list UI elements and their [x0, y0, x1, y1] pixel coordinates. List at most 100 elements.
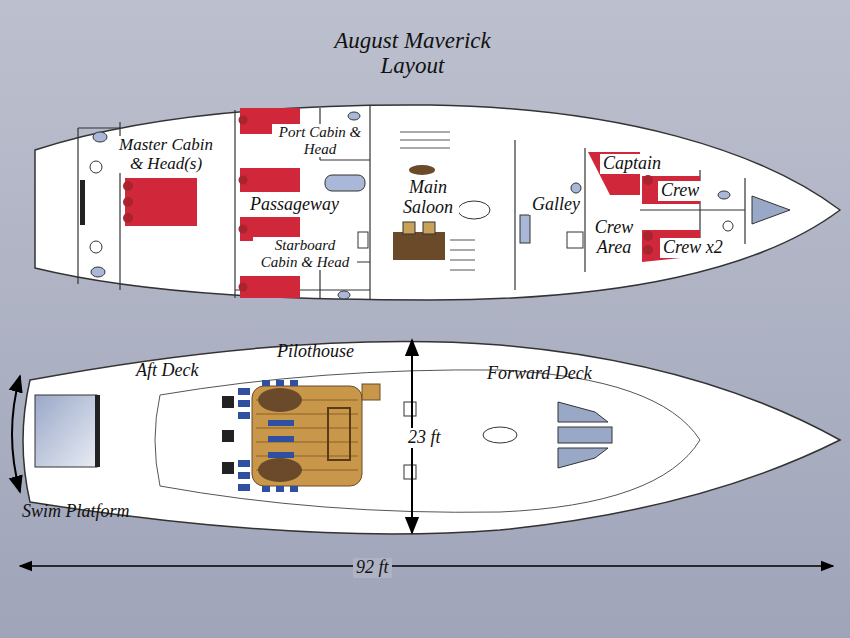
bunk: [240, 276, 300, 298]
sink: [91, 267, 105, 277]
bunk: [240, 168, 300, 192]
cushion: [276, 380, 284, 386]
stair-step: [400, 148, 450, 149]
saloon-table: [458, 201, 490, 219]
cushion: [238, 388, 250, 395]
part-label: Pilothouse: [277, 342, 354, 362]
stair-step: [450, 260, 475, 261]
cushion: [238, 472, 250, 479]
stair-step: [450, 240, 475, 241]
part-label: Crew x2: [660, 238, 726, 258]
sink: [93, 132, 107, 142]
cushion: [290, 380, 298, 386]
toilet: [90, 161, 102, 173]
cabin-top-outline: [155, 370, 700, 512]
stair-step: [400, 132, 450, 133]
wall: [320, 159, 370, 160]
chair: [403, 222, 415, 234]
cushions: [238, 380, 298, 492]
wall: [369, 106, 370, 300]
shower: [358, 232, 368, 248]
pillow: [643, 231, 653, 241]
pillow: [239, 176, 248, 185]
stair-step: [450, 270, 475, 271]
dining-table: [393, 232, 445, 260]
galley-counter: [520, 215, 530, 243]
cushion: [290, 486, 298, 492]
part-label: Swim Platform: [22, 502, 130, 522]
cushion: [238, 412, 250, 419]
walls: [78, 106, 745, 300]
sink: [718, 191, 730, 199]
wall: [640, 209, 745, 210]
table: [258, 388, 302, 412]
cushion: [262, 380, 270, 386]
part-label: Master Cabin & Head(s): [110, 136, 222, 173]
wall: [78, 127, 120, 128]
part-label: Main Saloon: [397, 178, 459, 218]
pillow: [123, 181, 133, 191]
stair-step: [400, 140, 450, 141]
pillow: [239, 116, 248, 125]
pillow: [643, 175, 653, 185]
skylight: [483, 427, 517, 443]
part-label: Port Cabin & Head: [272, 124, 368, 157]
part-label: Forward Deck: [487, 364, 592, 384]
interior-plan: [35, 105, 840, 300]
cushion: [268, 436, 294, 442]
plank: [256, 414, 358, 415]
stair-step: [450, 250, 475, 251]
part-label: Starboard Cabin & Head: [253, 237, 357, 270]
table: [258, 458, 302, 482]
cushion: [268, 452, 294, 458]
wall: [514, 140, 515, 290]
cushion: [238, 484, 250, 491]
bathtub: [325, 175, 365, 191]
hatch: [404, 465, 416, 479]
dimension-arc: [12, 376, 20, 492]
pillow: [123, 213, 133, 223]
pilothouse-floor: [252, 386, 362, 486]
chart-table: [328, 408, 350, 460]
sink: [348, 112, 360, 120]
part-label: Crew Area: [589, 218, 639, 258]
seat-block: [222, 396, 234, 408]
toilet: [90, 241, 102, 253]
part-label: Crew: [658, 181, 702, 201]
chain-locker: [752, 196, 790, 224]
cushion: [276, 486, 284, 492]
pillow: [239, 225, 248, 234]
part-label: 92 ft: [353, 558, 392, 578]
stove: [567, 232, 583, 248]
chair: [423, 222, 435, 234]
helm-console: [362, 384, 380, 400]
plank: [256, 428, 358, 429]
part-label: Passageway: [247, 195, 342, 215]
deck-plan: [23, 342, 840, 534]
part-label: Galley: [529, 195, 583, 215]
deck-outline: [23, 342, 840, 534]
swim-platform: [35, 395, 97, 467]
transom-bar: [95, 395, 100, 467]
headboard: [80, 180, 85, 225]
pillow: [643, 245, 653, 255]
master-bed: [125, 178, 197, 226]
forward-hatch: [558, 448, 608, 468]
saloon-table: [409, 165, 435, 175]
seat-block: [222, 430, 234, 442]
cushion: [268, 420, 294, 426]
cushion: [238, 400, 250, 407]
seat-block: [222, 462, 234, 474]
wall: [744, 178, 745, 244]
dimension-line: [20, 565, 833, 567]
wall: [584, 148, 585, 272]
forward-hatch: [558, 427, 612, 443]
pillow: [239, 283, 248, 292]
sink: [338, 291, 350, 299]
wall: [234, 110, 235, 298]
cushion: [238, 460, 250, 467]
pillow: [123, 197, 133, 207]
forward-hatch: [558, 402, 608, 422]
